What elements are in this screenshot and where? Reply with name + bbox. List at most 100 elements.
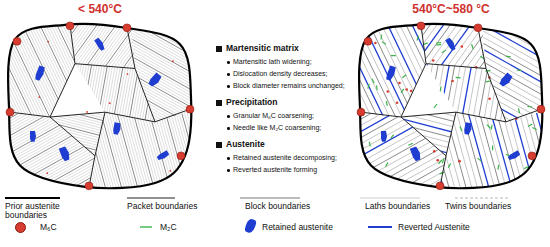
packet-boundary xyxy=(127,28,135,69)
retained-austenite xyxy=(508,150,520,160)
grain-interior xyxy=(0,0,261,247)
legend-text: Retained austenite xyxy=(262,223,333,232)
lath-boundary xyxy=(66,38,83,134)
reverted-austenite xyxy=(436,72,550,139)
lath-boundary xyxy=(73,1,124,71)
m6c-precipitate xyxy=(461,45,464,48)
lath-boundary xyxy=(81,41,98,137)
lath-boundary xyxy=(141,0,260,44)
m6c-junction xyxy=(528,152,536,160)
retained-austenite xyxy=(386,65,396,80)
retained-austenite xyxy=(500,72,513,86)
lath-boundary xyxy=(0,117,100,184)
lath-boundary xyxy=(180,68,221,214)
lath-boundary xyxy=(76,87,195,154)
m2c-precipitate xyxy=(391,55,396,56)
packet-boundary xyxy=(401,112,456,117)
packet-boundary xyxy=(105,112,155,122)
bullet-text: Martensitic lath widening; xyxy=(233,58,312,65)
m2c-precipitate xyxy=(408,143,413,145)
m2c-precipitate xyxy=(487,125,490,129)
block-boundary xyxy=(110,87,150,233)
lath-boundary xyxy=(496,52,513,148)
lath-boundary xyxy=(70,97,111,243)
m2c-precipitate xyxy=(417,36,419,41)
lath-boundary xyxy=(324,19,382,139)
reverted-austenite xyxy=(432,7,483,77)
lath-boundary xyxy=(0,84,81,151)
block-boundary xyxy=(80,94,120,240)
block-boundary xyxy=(0,106,94,173)
lath-boundary xyxy=(11,167,130,234)
lath-boundary xyxy=(30,0,87,113)
lath-boundary xyxy=(72,96,113,242)
lath-boundary xyxy=(62,99,102,245)
lath-boundary xyxy=(50,101,119,119)
lath-boundary xyxy=(55,101,95,247)
reverted-austenite xyxy=(436,41,453,137)
retained-austenite xyxy=(94,38,104,51)
lath-boundary xyxy=(90,92,131,238)
lath-boundary xyxy=(188,66,228,212)
lath-boundary xyxy=(175,70,215,216)
lath-boundary xyxy=(399,0,456,105)
lath-group xyxy=(403,63,550,247)
retained-austenite xyxy=(381,131,387,142)
reverted-austenite xyxy=(469,17,550,84)
lath-boundary xyxy=(384,0,442,111)
m6c-precipitate xyxy=(86,111,88,113)
m6c-precipitate xyxy=(109,102,111,104)
m2c-precipitate xyxy=(382,42,386,45)
lath-boundary xyxy=(38,143,107,161)
block-boundary xyxy=(310,81,430,148)
block-boundary xyxy=(425,39,442,135)
lath-boundary xyxy=(364,1,421,121)
lath-boundary xyxy=(0,73,74,140)
lath-boundary xyxy=(50,99,119,117)
lath-boundary xyxy=(514,73,550,219)
m6c-precipitate xyxy=(127,73,129,75)
block-boundary xyxy=(424,96,465,242)
block-boundary xyxy=(26,0,84,115)
legend-line-sample xyxy=(368,226,392,228)
m2c-precipitate xyxy=(434,104,437,108)
m2c-precipitate xyxy=(460,127,462,132)
block-boundary xyxy=(389,0,447,109)
lath-boundary xyxy=(137,0,256,50)
m2c-precipitate xyxy=(472,44,474,49)
reverted-austenite xyxy=(354,5,412,125)
m6c-precipitate xyxy=(432,59,435,62)
m6c-precipitate xyxy=(410,90,413,93)
lath-boundary xyxy=(178,69,219,215)
lath-boundary xyxy=(329,113,448,180)
bullet-text: Block diameter remains unchanged; xyxy=(233,82,345,89)
m2c-precipitate xyxy=(439,172,444,174)
block-boundary xyxy=(0,21,26,141)
m2c-precipitate xyxy=(386,162,389,166)
m6c-junction xyxy=(364,37,372,45)
retained-austenite xyxy=(113,122,120,134)
bullet-dot xyxy=(227,61,230,64)
packet-boundary xyxy=(426,64,486,69)
bullet-dot xyxy=(227,85,230,88)
bullet-text: Retained austenite decomposing; xyxy=(233,154,337,161)
lath-group xyxy=(34,92,121,176)
lath-boundary xyxy=(52,94,121,112)
legend-line-sample xyxy=(240,198,300,199)
lath-boundary xyxy=(2,152,121,219)
lath-boundary xyxy=(198,64,238,210)
packet-boundary xyxy=(361,112,401,117)
block-boundary xyxy=(142,0,261,42)
lath-boundary xyxy=(389,143,458,161)
m6c-precipitate xyxy=(488,98,491,101)
lath-group xyxy=(50,63,241,247)
block-boundary xyxy=(399,107,468,125)
m6c-junction xyxy=(436,182,444,190)
lath-boundary xyxy=(437,10,488,80)
m2c-precipitate xyxy=(391,135,394,139)
m2c-precipitate xyxy=(527,106,532,108)
block-boundary xyxy=(485,0,550,56)
m2c-precipitate xyxy=(442,50,446,53)
m6c-junction xyxy=(474,24,482,32)
retained-austenite xyxy=(445,38,455,51)
